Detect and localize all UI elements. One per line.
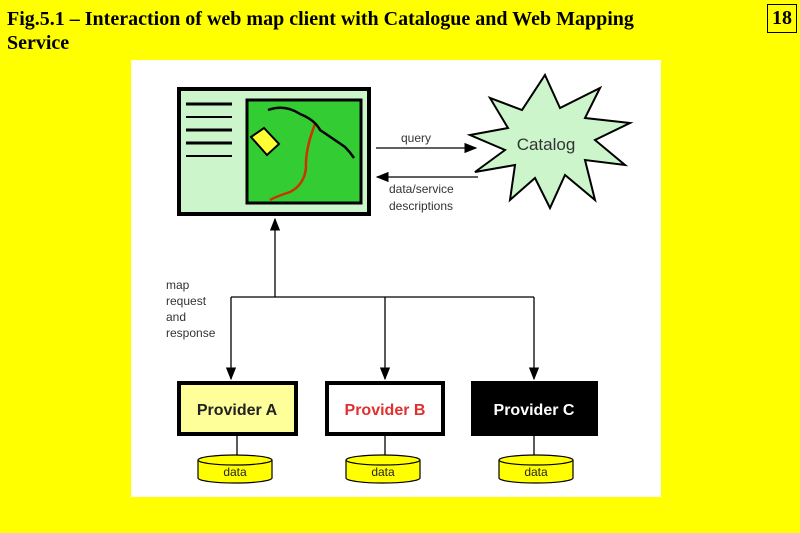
- provider-c: Provider C: [471, 381, 598, 436]
- slide-title: Fig.5.1 – Interaction of web map client …: [7, 7, 757, 55]
- data-store-icon: data: [498, 436, 574, 484]
- data-label: data: [223, 465, 247, 479]
- catalog-star: Catalog: [466, 72, 634, 211]
- catalog-label: Catalog: [517, 135, 576, 154]
- data-label: data: [524, 465, 548, 479]
- label-line: response: [166, 326, 216, 340]
- response-label-line1: data/service: [389, 182, 454, 196]
- label-line: map: [166, 278, 190, 292]
- map-request-label: map request and response: [166, 278, 216, 340]
- data-store-icon: data: [197, 436, 273, 484]
- provider-a-label: Provider A: [197, 402, 278, 419]
- page-number: 18: [767, 4, 797, 33]
- provider-a: Provider A: [177, 381, 298, 436]
- provider-b-label: Provider B: [345, 402, 426, 419]
- title-line-2: Service: [7, 32, 70, 54]
- map-view: [245, 98, 363, 205]
- label-line: and: [166, 310, 186, 324]
- provider-b: Provider B: [325, 381, 445, 436]
- query-label: query: [401, 131, 431, 145]
- title-line-1: Fig.5.1 – Interaction of web map client …: [7, 8, 634, 30]
- legend-lines-icon: [186, 102, 232, 157]
- provider-c-label: Provider C: [494, 402, 575, 419]
- data-store-icon: data: [345, 436, 421, 484]
- web-map-client: [177, 87, 371, 216]
- data-label: data: [371, 465, 395, 479]
- label-line: request: [166, 294, 207, 308]
- map-request-connectors: [225, 217, 540, 381]
- response-label-line2: descriptions: [389, 199, 453, 213]
